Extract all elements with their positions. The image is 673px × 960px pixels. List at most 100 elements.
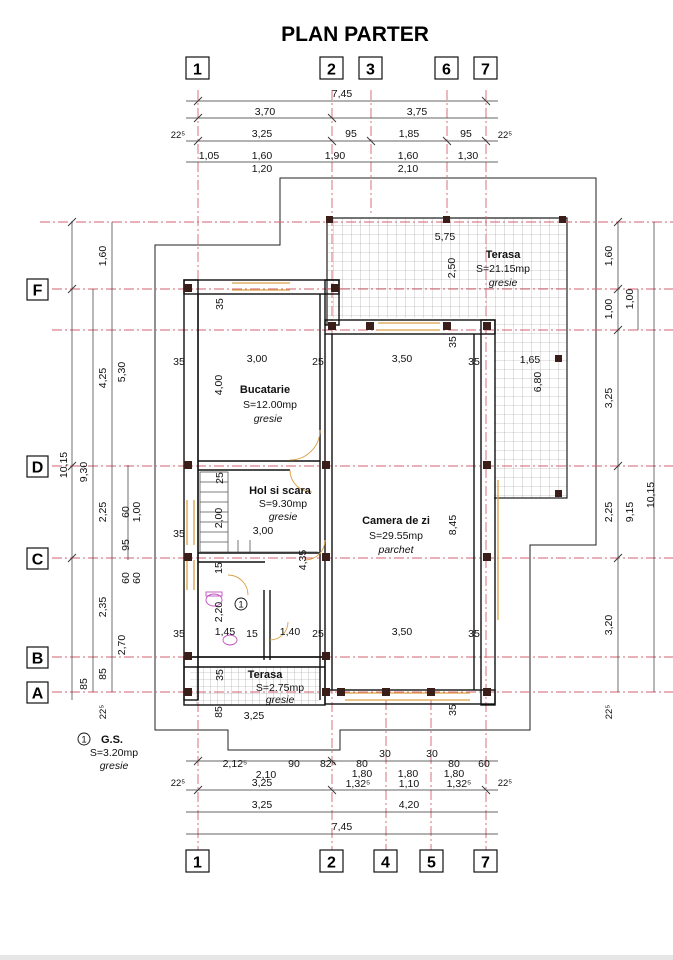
door-swings — [227, 429, 326, 641]
svg-text:35: 35 — [173, 628, 185, 640]
axis-top-6: 6 — [442, 62, 451, 79]
svg-text:2,70: 2,70 — [116, 635, 128, 656]
svg-text:1,90: 1,90 — [325, 150, 346, 162]
svg-text:3,75: 3,75 — [407, 106, 428, 118]
svg-text:3,50: 3,50 — [392, 353, 413, 365]
svg-text:30: 30 — [379, 748, 391, 760]
axis-left-F: F — [33, 283, 43, 300]
svg-text:95: 95 — [460, 128, 472, 140]
room-terrace-big-name: Terasa — [486, 249, 522, 261]
axis-left-A: A — [32, 686, 44, 703]
svg-text:1,30: 1,30 — [458, 150, 479, 162]
svg-text:5,75: 5,75 — [435, 231, 456, 243]
axis-top-2: 2 — [327, 62, 336, 79]
svg-text:4,20: 4,20 — [399, 799, 420, 811]
svg-text:35: 35 — [468, 628, 480, 640]
axis-labels-top: 1 2 3 6 7 — [185, 56, 498, 80]
right-dimensions: 1,60 1,00 3,25 2,25 3,20 22⁵ 1,00 9,15 1… — [603, 246, 657, 720]
windows — [186, 282, 499, 701]
svg-text:10,15: 10,15 — [58, 452, 70, 478]
svg-text:80: 80 — [448, 758, 460, 770]
svg-text:5,30: 5,30 — [116, 362, 128, 383]
svg-text:35: 35 — [468, 356, 480, 368]
columns — [184, 216, 566, 696]
axis-bottom-5: 5 — [427, 855, 436, 872]
svg-text:1,45: 1,45 — [215, 626, 236, 638]
svg-text:8,45: 8,45 — [447, 515, 459, 536]
svg-text:3,00: 3,00 — [247, 353, 268, 365]
room-terrace-small-name: Terasa — [248, 669, 284, 681]
svg-text:2,10: 2,10 — [398, 163, 419, 175]
svg-text:1,00: 1,00 — [603, 299, 615, 320]
svg-text:1,80: 1,80 — [352, 768, 373, 780]
svg-text:2,35: 2,35 — [97, 597, 109, 618]
svg-text:4,00: 4,00 — [213, 375, 225, 396]
svg-text:60: 60 — [120, 506, 132, 518]
axis-left-C: C — [32, 552, 44, 569]
room-terrace-big: Terasa S=21.15mp gresie — [476, 249, 530, 289]
svg-text:6,80: 6,80 — [532, 372, 544, 393]
bottom-strip — [0, 955, 673, 960]
svg-text:22⁵: 22⁵ — [98, 705, 109, 720]
svg-text:15: 15 — [213, 562, 225, 574]
axis-bottom-1: 1 — [193, 855, 202, 872]
room-kitchen: Bucatarie S=12.00mp gresie — [240, 384, 297, 425]
axis-labels-bottom: 1 2 4 5 7 — [185, 849, 498, 873]
room-kitchen-material: gresie — [254, 413, 283, 425]
room-living-material: parchet — [377, 544, 414, 556]
axis-top-1: 1 — [193, 62, 202, 79]
axis-left-B: B — [32, 651, 44, 668]
svg-text:85: 85 — [213, 706, 225, 718]
terrace-big-floor — [327, 218, 567, 318]
svg-text:25: 25 — [312, 356, 324, 368]
svg-text:22⁵: 22⁵ — [171, 130, 186, 141]
svg-text:2,25: 2,25 — [97, 502, 109, 523]
svg-text:60: 60 — [131, 572, 143, 584]
svg-text:3,00: 3,00 — [253, 525, 274, 537]
svg-text:35: 35 — [173, 356, 185, 368]
svg-text:35: 35 — [173, 528, 185, 540]
svg-text:22⁵: 22⁵ — [498, 130, 513, 141]
svg-text:1,20: 1,20 — [252, 163, 273, 175]
svg-text:82⁵: 82⁵ — [320, 758, 336, 770]
svg-text:1,32⁵: 1,32⁵ — [346, 778, 371, 790]
room-living-area: S=29.55mp — [369, 530, 423, 542]
legend-material: gresie — [100, 760, 129, 772]
svg-text:22⁵: 22⁵ — [604, 705, 615, 720]
axis-bottom-4: 4 — [381, 855, 390, 872]
svg-text:60: 60 — [478, 758, 490, 770]
svg-text:2,12⁵: 2,12⁵ — [223, 758, 248, 770]
svg-text:1,00: 1,00 — [131, 502, 143, 523]
svg-text:85: 85 — [97, 668, 109, 680]
svg-text:22⁵: 22⁵ — [498, 778, 513, 789]
svg-text:1,10: 1,10 — [399, 778, 420, 790]
legend-area: S=3.20mp — [90, 747, 138, 759]
svg-text:22⁵: 22⁵ — [171, 778, 186, 789]
svg-text:1,80: 1,80 — [398, 768, 419, 780]
svg-text:7,45: 7,45 — [332, 821, 353, 833]
svg-text:35: 35 — [447, 704, 459, 716]
legend-name: G.S. — [101, 734, 123, 746]
axis-grid — [40, 90, 673, 850]
svg-text:1,05: 1,05 — [199, 150, 220, 162]
svg-text:95: 95 — [345, 128, 357, 140]
svg-text:2,00: 2,00 — [213, 508, 225, 529]
svg-text:1,60: 1,60 — [97, 246, 109, 267]
staircase — [199, 471, 318, 553]
inner-dimensions: 35 35 3,00 25 3,50 35 35 4,00 25 2,00 35… — [173, 231, 544, 722]
svg-text:3,25: 3,25 — [244, 710, 265, 722]
walls — [183, 279, 496, 706]
svg-text:2,25: 2,25 — [603, 502, 615, 523]
room-terrace-big-area: S=21.15mp — [476, 263, 530, 275]
svg-text:3,20: 3,20 — [603, 615, 615, 636]
svg-text:3,50: 3,50 — [392, 626, 413, 638]
svg-text:60: 60 — [120, 572, 132, 584]
svg-text:7,45: 7,45 — [332, 88, 353, 100]
svg-text:35: 35 — [214, 298, 226, 310]
svg-text:9,30: 9,30 — [78, 462, 90, 483]
terrace-small-floor — [190, 667, 320, 705]
room-terrace-big-material: gresie — [489, 277, 518, 289]
svg-text:35: 35 — [214, 669, 226, 681]
svg-text:1,85: 1,85 — [399, 128, 420, 140]
roof-outline — [154, 177, 597, 751]
